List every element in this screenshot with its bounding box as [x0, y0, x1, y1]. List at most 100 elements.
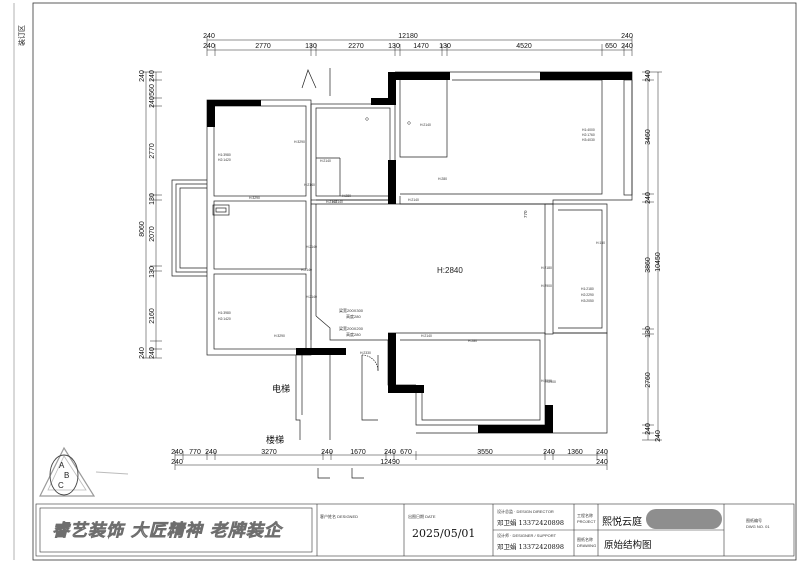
designer-label: 设计师 · DESIGNER / SUPPORT: [497, 533, 557, 538]
height-label: H:2900: [541, 379, 552, 383]
drawing-date: 2025/05/01: [412, 527, 476, 540]
height-label: H:280: [438, 177, 447, 181]
left-total-dim: 8060: [139, 221, 146, 237]
bottom-total-dim: 12490: [380, 459, 400, 466]
bottom-dim-4: 240: [321, 449, 333, 456]
designer-name-2: 邓卫娟 13372420898: [497, 543, 565, 551]
bottom-dim-11: 240: [596, 449, 608, 456]
bottom-dim-9: 240: [543, 449, 555, 456]
company-slogan: 睿艺装饰 大匠精神 老牌装企: [52, 521, 282, 542]
height-label: H:2140: [306, 245, 317, 249]
column: [207, 100, 261, 106]
binding-area-label: 装订区: [17, 25, 26, 46]
right-seg-7: 240: [655, 430, 662, 442]
marker-dot: [407, 121, 411, 125]
project-label: 出图日期 DATE: [408, 514, 436, 519]
designer-name-1: 邓卫娟 13372420898: [497, 519, 565, 527]
right-seg-2: 240: [645, 192, 652, 204]
column: [388, 333, 396, 391]
height-label: H:2180: [541, 266, 552, 270]
left-seg-9: 240: [149, 347, 156, 359]
small-label-drawing-en: DRAWING: [577, 543, 597, 548]
room-labels: H1:3980 H2:1420 H:3290 H:2140 H:3290 H:2…: [218, 123, 605, 384]
column: [207, 100, 215, 127]
right-dimensions: [642, 71, 662, 441]
height-label: H1:4000: [582, 128, 595, 132]
right-seg-6: 240: [645, 423, 652, 435]
top-seg-9: 240: [621, 43, 633, 50]
height-label: H:150: [596, 241, 605, 245]
right-seg-5: 2760: [645, 372, 652, 388]
left-seg-2: 560: [149, 84, 156, 96]
height-label: H3:4030: [582, 138, 595, 142]
top-seg-3: 2270: [348, 43, 364, 50]
height-label: H:2140: [326, 200, 337, 204]
right-seg-0: 240: [645, 70, 652, 82]
bottom-dim-3: 3270: [261, 449, 277, 456]
sheet-border: [32, 2, 797, 561]
height-label: H:2140: [332, 200, 343, 204]
left-seg-8: 2160: [149, 308, 156, 324]
main-height-label: H:2840: [437, 266, 463, 275]
height-label: H:280: [468, 339, 477, 343]
height-label: H:3290: [249, 196, 260, 200]
height-label: H:3290: [294, 140, 305, 144]
wall-outlines: [171, 68, 633, 479]
bottom-dim-5: 1670: [350, 449, 366, 456]
beam-note-1b: 高度280: [346, 313, 361, 319]
left-dimensions: [142, 71, 162, 359]
column: [388, 72, 396, 105]
marker-dot: [365, 117, 369, 121]
left-seg-0: 240: [139, 70, 146, 82]
left-dim-labels: 8060 240 240 560 240 2770 130 2070 130 2…: [139, 70, 156, 359]
column: [540, 72, 632, 80]
height-label: H2:1760: [582, 133, 595, 137]
top-seg-1: 2770: [255, 43, 271, 50]
project-name: 熙悦云庭: [602, 517, 642, 528]
height-label: H:2900: [545, 380, 556, 384]
abc-logo: A B C: [39, 446, 129, 497]
client-label: 客户姓名 DESIGNED: [320, 514, 359, 519]
column: [371, 98, 395, 105]
right-total-dim: 10450: [655, 252, 662, 272]
column: [296, 348, 346, 355]
small-label-project-en: PROJECT: [577, 519, 596, 524]
left-seg-4: 2770: [149, 143, 156, 159]
height-label: H:2900: [541, 284, 552, 288]
height-label: H:2140: [306, 295, 317, 299]
top-dim-1: 240: [621, 33, 633, 40]
height-label: H:2140: [408, 198, 419, 202]
bottom-dim-0: 240: [171, 449, 183, 456]
right-seg-1: 3460: [645, 129, 652, 145]
height-label: H1:3980: [218, 311, 231, 315]
left-seg-6: 2070: [149, 226, 156, 242]
abc-logo-letter-a: A: [59, 461, 65, 470]
bottom-dim-2: 240: [205, 449, 217, 456]
drawing-title: 原始结构图: [604, 540, 652, 551]
height-label: H:2140: [420, 123, 431, 127]
column: [388, 385, 424, 393]
height-label: H1:3980: [218, 153, 231, 157]
top-total-dim: 12180: [398, 33, 418, 40]
left-seg-10: 240: [139, 347, 146, 359]
height-label: H1:2180: [581, 287, 594, 291]
top-seg-6: 130: [439, 43, 451, 50]
top-seg-2: 130: [305, 43, 317, 50]
right-dim-labels: 10450 240 3460 240 3860 130 2760 240 240: [645, 70, 662, 442]
height-label: H:2140: [421, 334, 432, 338]
column: [478, 425, 546, 433]
bottom-dimensions: [174, 450, 608, 470]
beam-note-1: 梁宽200X300: [339, 307, 364, 313]
height-label: H2:1420: [218, 317, 231, 321]
bottom-dim-7: 670: [400, 449, 412, 456]
height-label: H3:2050: [581, 299, 594, 303]
top-seg-5: 1470: [413, 43, 429, 50]
top-dim-0: 240: [203, 33, 215, 40]
height-label: H:280: [342, 194, 351, 198]
bottom-dim-8: 3550: [477, 449, 493, 456]
bottom-dim-10: 1360: [567, 449, 583, 456]
top-seg-8: 650: [605, 43, 617, 50]
column: [388, 72, 450, 80]
right-seg-4: 130: [645, 326, 652, 338]
